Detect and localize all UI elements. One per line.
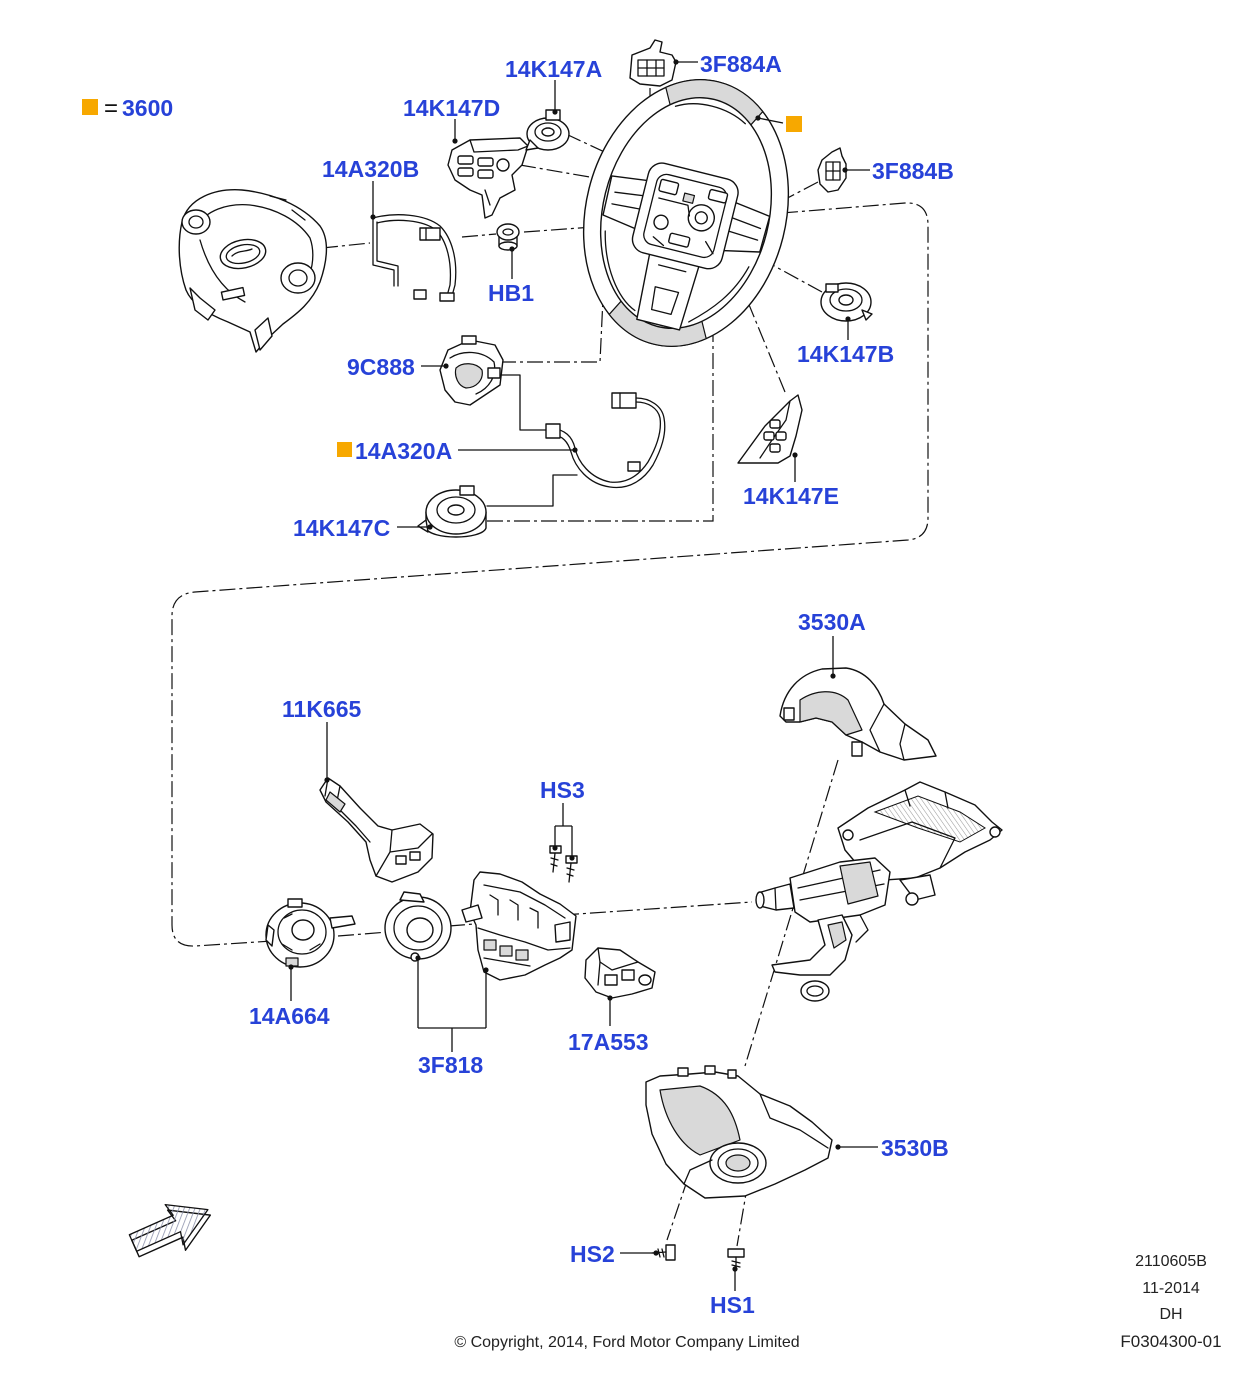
callout-14K147D: 14K147D — [403, 95, 500, 121]
part-3530A-upper-shroud — [779, 667, 937, 761]
part-3530B-lower-shroud — [645, 1065, 833, 1199]
part-3F884B-paddle — [817, 147, 847, 193]
part-17A553-switch — [584, 947, 656, 999]
callout-labels: 14K147A 3F884A 14K147D 14A320B 3F884B HB… — [249, 51, 954, 1318]
callout-17A553: 17A553 — [568, 1029, 649, 1055]
callout-3F818: 3F818 — [418, 1052, 483, 1078]
illustration-code: 2110605B — [1135, 1253, 1207, 1270]
callout-9C888: 9C888 — [347, 354, 415, 380]
callout-14K147E: 14K147E — [743, 483, 839, 509]
callout-14K147A: 14K147A — [505, 56, 602, 82]
callout-14A320B: 14A320B — [322, 156, 419, 182]
part-14K147B-switch — [820, 282, 873, 322]
legend-marker — [82, 99, 98, 115]
part-14K147A-switch — [525, 109, 570, 151]
steering-wheel — [582, 79, 790, 347]
callout-HB1: HB1 — [488, 280, 534, 306]
assembly-boundary-line — [171, 202, 929, 947]
illustrator-initials: DH — [1159, 1306, 1182, 1323]
copyright-notice: © Copyright, 2014, Ford Motor Company Li… — [454, 1334, 799, 1351]
part-9C888-switch — [439, 335, 504, 406]
callout-14K147C: 14K147C — [293, 515, 390, 541]
part-14A320B-wiring-harness — [372, 214, 457, 302]
steering-column — [755, 781, 1003, 1002]
callout-14A320A: 14A320A — [355, 438, 452, 464]
part-14K147D-switch — [447, 137, 529, 219]
harness-routing-lines — [486, 374, 578, 507]
callout-leader-lines — [288, 59, 878, 1291]
callout-HS2: HS2 — [570, 1241, 615, 1267]
part-3F884A-paddle — [629, 39, 677, 87]
legend: = 3600 — [82, 95, 173, 122]
callout-11K665: 11K665 — [282, 696, 362, 722]
part-HB1-horn-contact — [496, 223, 520, 251]
ford-oval-logo — [219, 238, 267, 270]
figure-reference: F0304300-01 — [1120, 1332, 1221, 1351]
driver-airbag-module — [178, 189, 328, 353]
steering-wheel-marker — [786, 116, 802, 132]
callout-14K147B: 14K147B — [797, 341, 894, 367]
legend-part-number: 3600 — [122, 95, 173, 121]
part-3F818-switch-housing — [461, 871, 577, 981]
illustration-date: 11-2014 — [1142, 1280, 1200, 1297]
part-HS3-screws — [549, 845, 578, 883]
part-HS2-screw — [651, 1244, 676, 1261]
part-14K147E-switch — [737, 394, 803, 464]
callout-HS3: HS3 — [540, 777, 585, 803]
legend-equals: = — [104, 95, 118, 122]
callout-3F884A: 3F884A — [700, 51, 782, 77]
footer: 2110605B 11-2014 DH F0304300-01 © Copyri… — [454, 1253, 1221, 1351]
part-14K147C-switch — [417, 485, 487, 538]
part-14A664-clockspring — [265, 898, 356, 968]
part-11K665-multifunction-switch — [319, 777, 434, 883]
harness-14A320A-marker — [337, 442, 352, 457]
callout-3530A: 3530A — [798, 609, 866, 635]
callout-3530B: 3530B — [881, 1135, 949, 1161]
front-direction-arrow-icon — [128, 1203, 212, 1258]
callout-HS1: HS1 — [710, 1292, 755, 1318]
part-HS1-screw — [727, 1248, 745, 1271]
callout-14A664: 14A664 — [249, 1003, 330, 1029]
part-14A320A-wiring-harness — [545, 392, 666, 489]
callout-3F884B: 3F884B — [872, 158, 954, 184]
part-3F818-ring — [384, 891, 452, 962]
